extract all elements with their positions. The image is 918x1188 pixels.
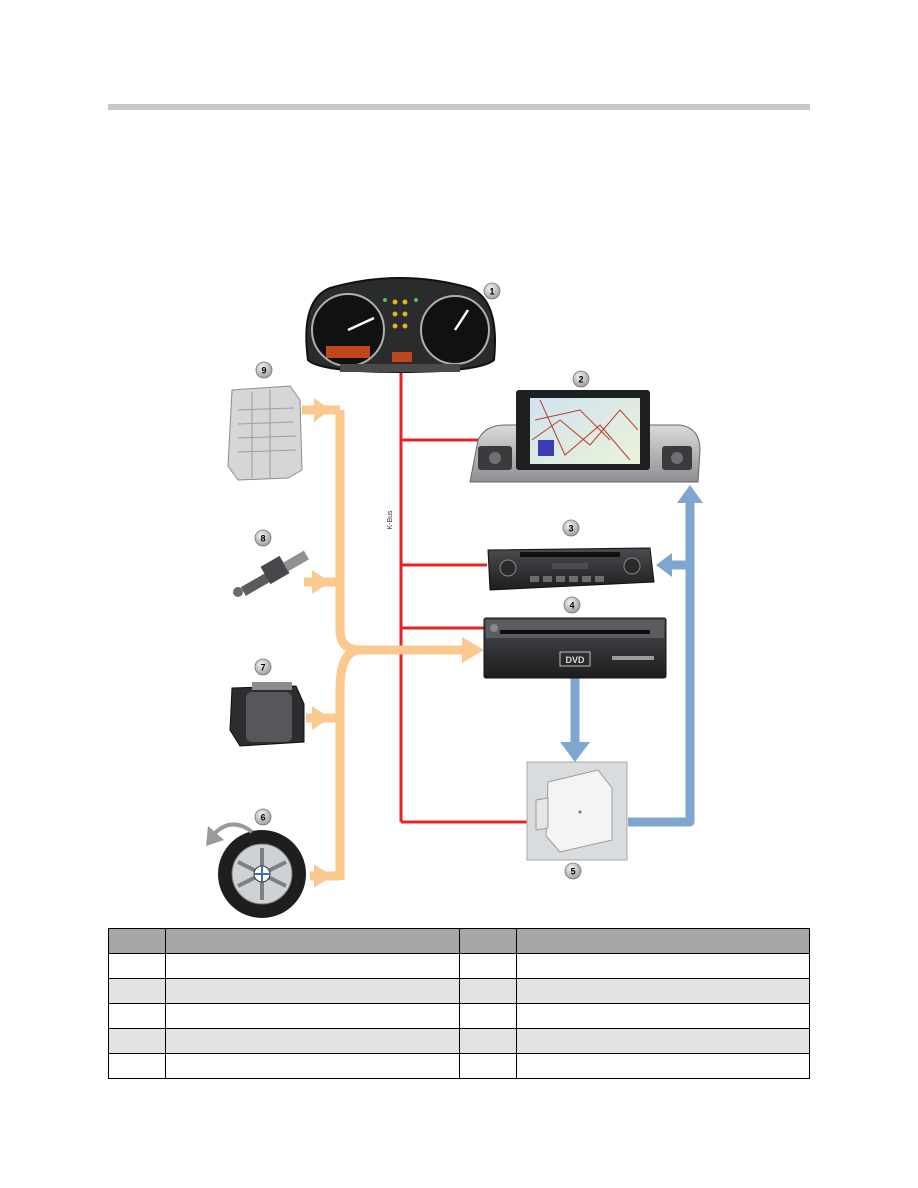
svg-text:6: 6 [260, 813, 265, 823]
svg-text:4: 4 [569, 601, 574, 611]
input-signal-arrows [302, 405, 470, 881]
legend-cell [459, 1028, 518, 1054]
legend-cell [516, 953, 810, 979]
legend-cell [459, 1053, 518, 1079]
legend-cell [516, 1053, 810, 1079]
callout-6: 6 [254, 808, 272, 826]
legend-cell [164, 978, 461, 1004]
system-diagram: K-Bus [206, 277, 703, 918]
legend-row [108, 1003, 810, 1029]
legend-cell [164, 953, 461, 979]
svg-text:2: 2 [578, 375, 583, 385]
legend-row [108, 953, 810, 979]
output-arrowheads [560, 485, 703, 762]
svg-text:1: 1 [489, 287, 494, 297]
header-rule [108, 104, 810, 110]
legend-header-cell [459, 928, 518, 954]
legend-cell [108, 978, 166, 1004]
callout-badges: 1 2 3 4 5 6 7 8 9 [254, 282, 590, 880]
legend-cell [164, 1053, 461, 1079]
legend-cell [108, 1003, 166, 1029]
reverse-sensor-icon [233, 550, 309, 597]
callout-3: 3 [562, 519, 580, 537]
navigation-display-icon [469, 390, 701, 483]
callout-8: 8 [254, 529, 272, 547]
legend-row [108, 1028, 810, 1054]
callout-5: 5 [564, 862, 582, 880]
callout-9: 9 [255, 361, 273, 379]
legend-cell [459, 1003, 518, 1029]
svg-text:3: 3 [568, 524, 573, 534]
bus-label: K-Bus [387, 510, 394, 530]
legend-cell [108, 1028, 166, 1054]
kbus-wiring [399, 372, 527, 824]
svg-text:5: 5 [570, 867, 575, 877]
legend-cell [516, 1028, 810, 1054]
control-module-icon [526, 761, 628, 861]
legend-cell [164, 1028, 461, 1054]
legend-cell [108, 953, 166, 979]
legend-cell [459, 953, 518, 979]
instrument-cluster-icon [305, 277, 496, 374]
input-arrowheads [312, 398, 484, 888]
legend-header-row [108, 928, 810, 954]
legend-header-cell [108, 928, 166, 954]
legend-row [108, 978, 810, 1004]
gps-antenna-icon [229, 682, 305, 747]
legend-cell [459, 978, 518, 1004]
legend-cell [164, 1003, 461, 1029]
junction-box-module-icon [227, 385, 303, 481]
svg-text:9: 9 [261, 366, 266, 376]
legend-row [108, 1053, 810, 1079]
callout-2: 2 [572, 370, 590, 388]
svg-text:8: 8 [260, 534, 265, 544]
legend-cell [516, 978, 810, 1004]
legend-cell [108, 1053, 166, 1079]
legend-table [108, 928, 810, 1079]
svg-text:7: 7 [260, 663, 265, 673]
callout-4: 4 [563, 596, 581, 614]
wheel-speed-icon [206, 822, 306, 918]
callout-1: 1 [483, 282, 501, 300]
legend-header-cell [516, 928, 810, 954]
callout-7: 7 [254, 658, 272, 676]
legend-cell [516, 1003, 810, 1029]
dvd-navigation-computer-icon: DVD [483, 617, 667, 679]
svg-text:DVD: DVD [565, 655, 585, 665]
legend-header-cell [164, 928, 461, 954]
radio-head-unit-icon [487, 547, 655, 591]
